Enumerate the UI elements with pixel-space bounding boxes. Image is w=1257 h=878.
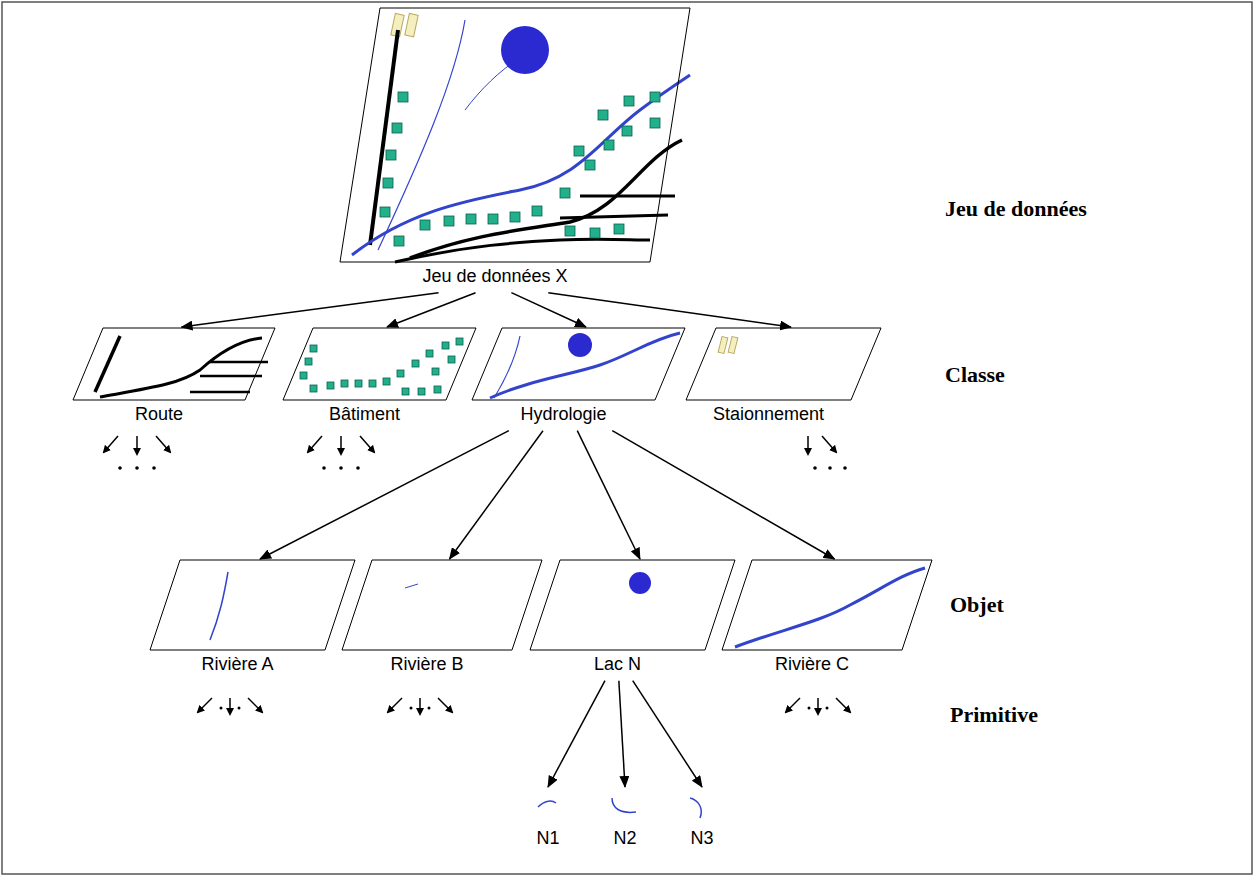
parallelogram-outline (340, 8, 690, 262)
level-label: Classe (945, 362, 1005, 388)
hierarchy-arrow (548, 681, 605, 787)
node-label: Hydrologie (520, 404, 606, 425)
map-layer-panel: Jeu de données X (340, 8, 690, 291)
object-illustrations (210, 568, 925, 647)
node-label: N2 (613, 828, 636, 849)
map-layer-panel: Bâtiment (283, 328, 476, 429)
parking-layer (718, 337, 738, 354)
level-label: Objet (950, 592, 1004, 618)
node-label: Rivière A (201, 654, 273, 675)
hierarchy-arrow (450, 431, 543, 559)
hierarchy-arrow (633, 681, 702, 787)
parallelogram-outline (342, 560, 542, 650)
hierarchy-arrow (387, 293, 476, 327)
continuation-arrows (104, 436, 850, 714)
map-layer-panel: Rivière A (150, 560, 355, 679)
level-label: Jeu de données (945, 196, 1087, 222)
map-layer-panel: Route (73, 328, 275, 429)
parallelogram-outline (472, 328, 685, 400)
hierarchy-arrow (619, 681, 625, 787)
hierarchy-arrow (511, 293, 586, 327)
parallelogram-outline (150, 560, 355, 650)
primitive-node: N3 (677, 788, 727, 853)
parallelogram-outline (722, 560, 932, 650)
level-label: Primitive (950, 702, 1038, 728)
node-label: N1 (536, 828, 559, 849)
hierarchy-arrow (612, 431, 834, 559)
building-layer (300, 338, 463, 395)
hierarchy-arrow (260, 431, 509, 559)
hierarchy-arrow (577, 431, 640, 559)
map-layer-panel: Hydrologie (472, 328, 685, 429)
road-layer (95, 336, 268, 397)
dataset-map (352, 13, 690, 262)
parallelogram-outline (283, 328, 476, 400)
map-layer-panel: Lac N (530, 560, 735, 679)
primitive-node: N2 (600, 788, 650, 853)
node-label: Staionnement (713, 404, 824, 425)
hydrology-layer (490, 333, 680, 398)
parallelogram-outline (530, 560, 735, 650)
primitive-arcs (538, 798, 701, 818)
node-label: Bâtiment (329, 404, 400, 425)
map-layer-panel: Staionnement (686, 328, 881, 429)
node-label: N3 (690, 828, 713, 849)
node-label: Rivière B (390, 654, 463, 675)
node-label: Rivière C (775, 654, 849, 675)
node-label: Route (135, 404, 183, 425)
node-label: Jeu de données X (422, 266, 567, 287)
map-layer-panel: Rivière B (342, 560, 542, 679)
parallelogram-outline (73, 328, 275, 400)
map-layer-panel: Rivière C (722, 560, 932, 679)
parallelogram-outline (686, 328, 881, 400)
primitive-node: N1 (523, 788, 573, 853)
node-label: Lac N (594, 654, 641, 675)
hierarchy-arrow (548, 293, 791, 327)
